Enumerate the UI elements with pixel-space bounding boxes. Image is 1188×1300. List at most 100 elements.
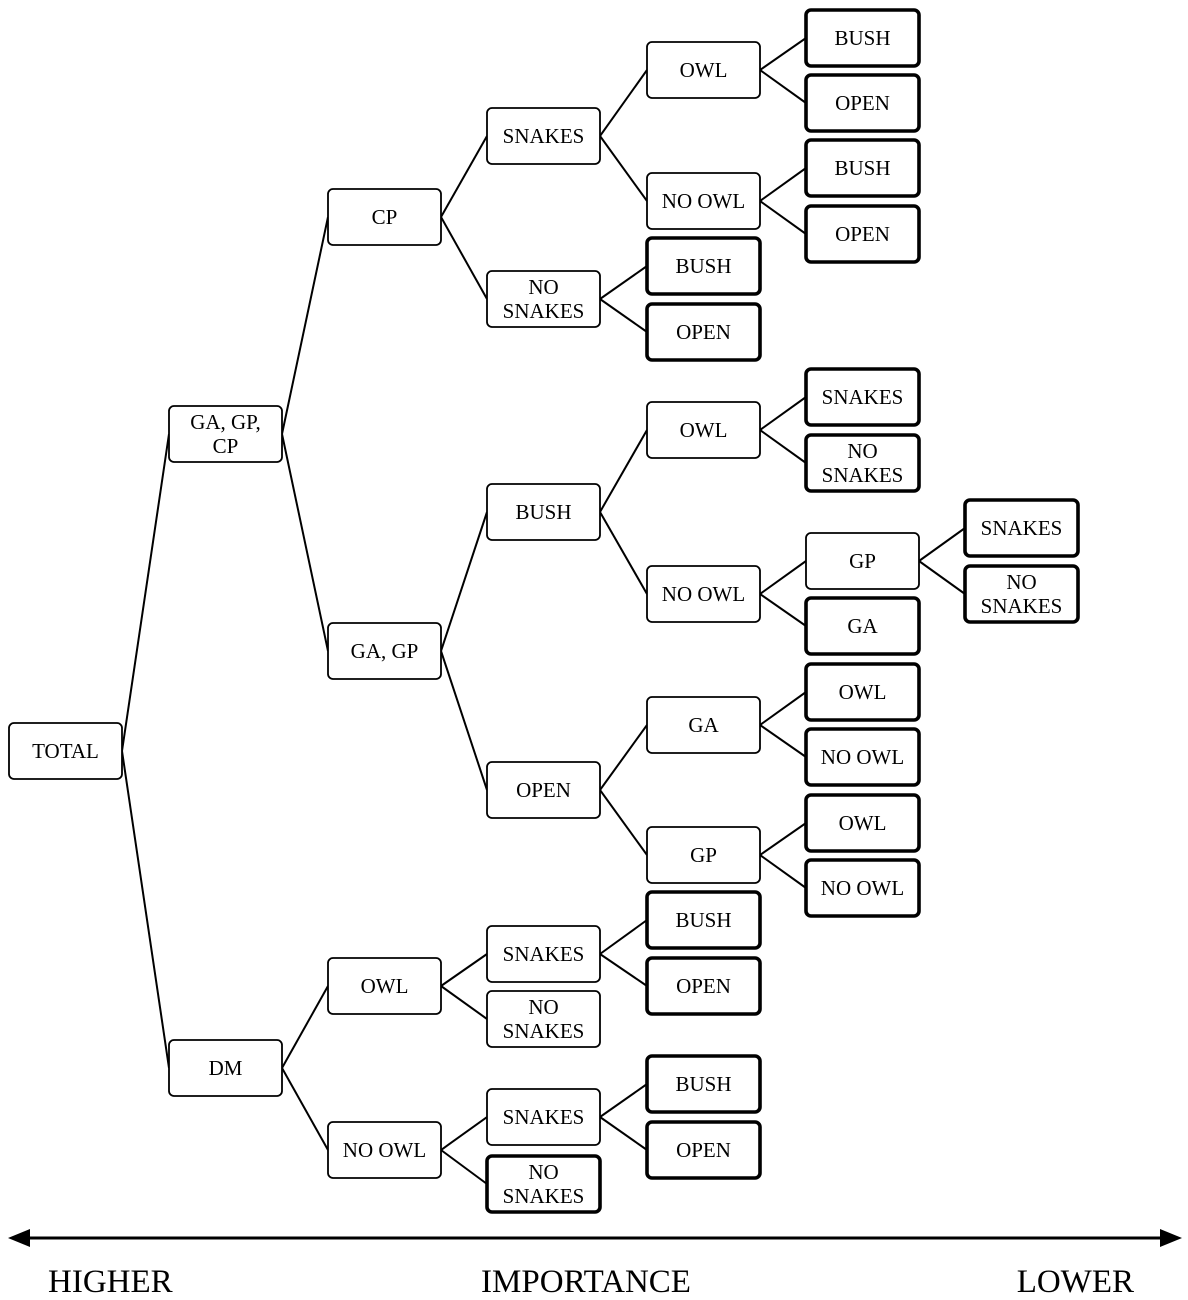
node-label-cpso-open-0: OPEN	[835, 91, 890, 115]
edge-cp-no-snakes-to-cpns-bush	[599, 265, 648, 300]
node-label-ga-gp-0: GA, GP	[351, 639, 419, 663]
axis-label-importance: IMPORTANCE	[481, 1264, 691, 1300]
node-cps-no-owl: NO OWL	[646, 172, 761, 230]
edge-cps-owl-to-cpso-bush	[759, 37, 807, 71]
node-label-open-ga-0: GA	[688, 713, 719, 737]
node-label-oga-owl-0: OWL	[839, 680, 887, 704]
node-label-cp-0: CP	[372, 205, 398, 229]
node-label-dmowl-no-snakes-0: NO	[528, 995, 558, 1019]
node-label-dm-0: DM	[209, 1056, 243, 1080]
node-dmnos-open: OPEN	[645, 1120, 762, 1180]
node-dmowl-snakes: SNAKES	[486, 925, 601, 983]
edge-bush-no-owl-to-bno-gp	[759, 560, 807, 595]
node-gagp-bush: BUSH	[486, 483, 601, 541]
node-box-dmowl-no-snakes	[486, 990, 601, 1048]
node-box-dmnos-open	[645, 1120, 762, 1180]
node-box-ogp-owl	[804, 793, 921, 853]
axis-arrow-right-icon	[1160, 1229, 1182, 1247]
node-label-cpso-bush-0: BUSH	[834, 26, 890, 50]
node-label-cpns-open-0: OPEN	[676, 320, 731, 344]
edge-cp-snakes-to-cps-no-owl	[599, 135, 648, 202]
node-box-dmnos-bush	[645, 1054, 762, 1114]
node-ga-gp: GA, GP	[327, 622, 442, 680]
node-oga-owl: OWL	[804, 662, 921, 722]
node-box-total	[8, 722, 123, 780]
node-cpso-bush: BUSH	[804, 8, 921, 68]
node-label-dmnoowl-snakes-0: SNAKES	[503, 1105, 585, 1129]
node-label-cps-no-owl-0: NO OWL	[662, 189, 745, 213]
node-bno-ga: GA	[804, 596, 921, 656]
node-dm-no-owl: NO OWL	[327, 1121, 442, 1179]
node-cp-snakes: SNAKES	[486, 107, 601, 165]
edge-cps-no-owl-to-cpsno-bush	[759, 167, 807, 202]
node-box-dm	[168, 1039, 283, 1097]
node-box-dmowl-snakes	[486, 925, 601, 983]
node-label-dm-no-owl-0: NO OWL	[343, 1138, 426, 1162]
edge-total-to-dm	[121, 750, 170, 1069]
node-box-cpns-open	[645, 302, 762, 362]
edge-ga-gp-to-gagp-open	[440, 650, 488, 791]
node-box-dmows-bush	[645, 890, 762, 950]
node-label-bno-ga-0: GA	[847, 614, 878, 638]
node-label-gagp-bush-0: BUSH	[515, 500, 571, 524]
edge-ga-gp-cp-to-ga-gp	[281, 433, 329, 652]
node-box-gagp-open	[486, 761, 601, 819]
node-dmnos-bush: BUSH	[645, 1054, 762, 1114]
node-open-gp: GP	[646, 826, 761, 884]
node-label-open-gp-0: GP	[690, 843, 717, 867]
node-box-cps-no-owl	[646, 172, 761, 230]
node-box-cpns-bush	[645, 236, 762, 296]
node-label-total-0: TOTAL	[32, 739, 99, 763]
node-label-gp-no-snakes-1: SNAKES	[981, 594, 1063, 618]
node-label-dmnos-open-0: OPEN	[676, 1138, 731, 1162]
node-label-cp-snakes-0: SNAKES	[503, 124, 585, 148]
node-ga-gp-cp: GA, GP,CP	[168, 405, 283, 463]
edge-ga-gp-cp-to-cp	[281, 216, 329, 435]
node-label-cp-no-snakes-1: SNAKES	[503, 299, 585, 323]
node-label-oga-no-owl-0: NO OWL	[821, 745, 904, 769]
node-box-gp-snakes	[963, 498, 1080, 558]
node-box-dmnoowl-no-snakes	[485, 1154, 602, 1214]
node-label-dmowl-no-snakes-1: SNAKES	[503, 1019, 585, 1043]
node-label-dmnoowl-no-snakes-1: SNAKES	[503, 1184, 585, 1208]
edge-gagp-open-to-open-gp	[599, 789, 648, 856]
node-box-dmnoowl-snakes	[486, 1088, 601, 1146]
edge-bno-gp-to-gp-snakes	[918, 527, 966, 562]
node-box-cp-no-snakes	[486, 270, 601, 328]
node-box-ga-gp	[327, 622, 442, 680]
edge-gagp-bush-to-bush-no-owl	[599, 511, 648, 595]
node-box-open-gp	[646, 826, 761, 884]
node-box-bno-ga	[804, 596, 921, 656]
node-ogp-no-owl: NO OWL	[804, 858, 921, 918]
edge-cps-no-owl-to-cpsno-open	[759, 200, 807, 235]
tree-edges	[121, 37, 966, 1185]
node-cpns-open: OPEN	[645, 302, 762, 362]
edge-cps-owl-to-cpso-open	[759, 69, 807, 104]
node-cp: CP	[327, 188, 442, 246]
node-label-gp-snakes-0: SNAKES	[981, 516, 1063, 540]
node-box-dm-no-owl	[327, 1121, 442, 1179]
node-label-bush-owl-0: OWL	[680, 418, 728, 442]
node-total: TOTAL	[8, 722, 123, 780]
node-label-bo-no-snakes-1: SNAKES	[822, 463, 904, 487]
node-box-bush-no-owl	[646, 565, 761, 623]
node-label-dm-owl-0: OWL	[361, 974, 409, 998]
edge-total-to-ga-gp-cp	[121, 433, 170, 752]
node-label-ogp-no-owl-0: NO OWL	[821, 876, 904, 900]
node-open-ga: GA	[646, 696, 761, 754]
node-label-cps-owl-0: OWL	[680, 58, 728, 82]
node-gagp-open: OPEN	[486, 761, 601, 819]
node-dmows-open: OPEN	[645, 956, 762, 1016]
node-box-cpso-bush	[804, 8, 921, 68]
node-box-oga-no-owl	[804, 727, 921, 787]
edge-dm-no-owl-to-dmnoowl-no-snakes	[440, 1149, 488, 1185]
importance-axis: HIGHER IMPORTANCE LOWER	[8, 1229, 1182, 1300]
node-cpso-open: OPEN	[804, 73, 921, 133]
node-box-cps-owl	[646, 41, 761, 99]
node-box-ga-gp-cp	[168, 405, 283, 463]
